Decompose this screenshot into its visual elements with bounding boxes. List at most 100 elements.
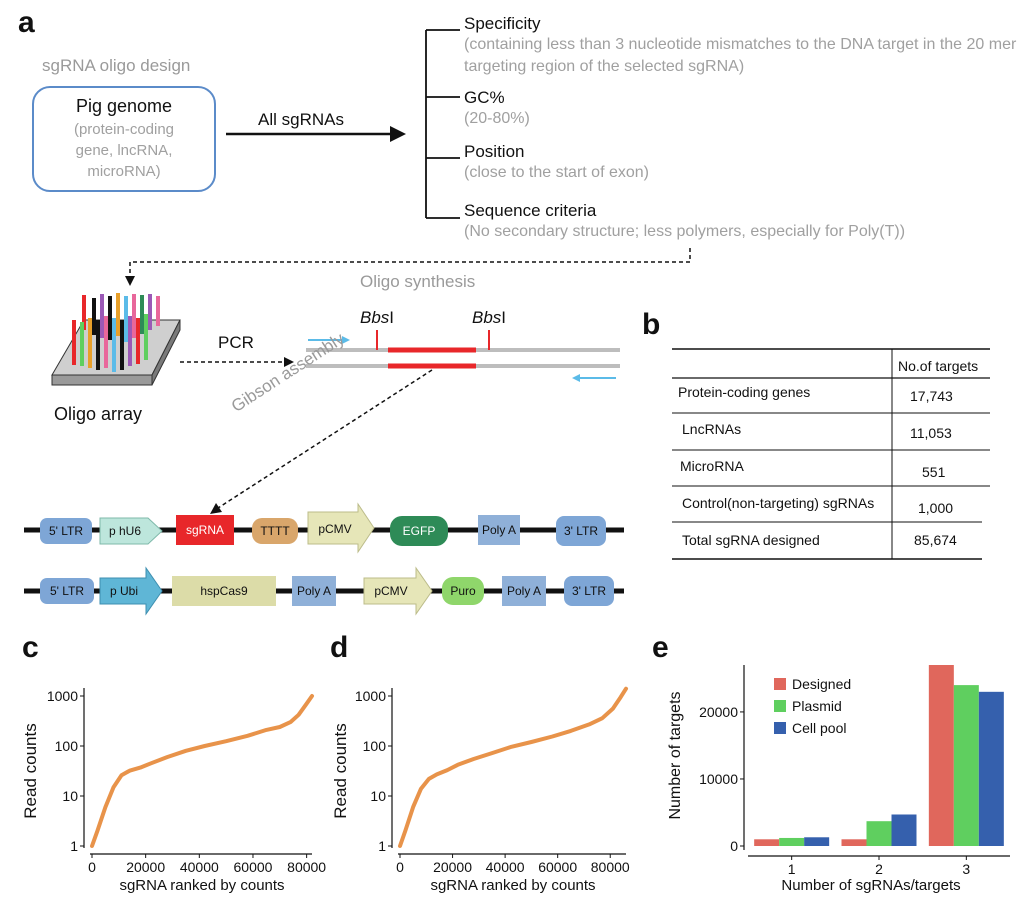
- vector1-phu6-label: p hU6: [108, 524, 142, 538]
- y-tick-label: 100: [55, 738, 79, 754]
- x-tick-label: 80000: [591, 859, 630, 875]
- y-tick-label: 10: [62, 788, 78, 804]
- oligo-synthesis-label: Oligo synthesis: [360, 272, 476, 291]
- y-tick-label: 1: [378, 838, 386, 854]
- y-tick-label: 0: [730, 838, 738, 854]
- y-tick-label: 20000: [699, 704, 738, 720]
- bar-plasmid: [779, 837, 805, 846]
- panel-label-d: d: [330, 631, 349, 664]
- vector2-5ltr: 5' LTR: [40, 578, 94, 604]
- table-header-targets: No.of targets: [898, 358, 979, 374]
- x-axis-label: Number of sgRNAs/targets: [781, 877, 960, 894]
- vector2-puro: Puro: [442, 577, 484, 605]
- criteria-gc: GC% (20-80%): [464, 88, 1022, 130]
- vector2-pcmv-arrow: [363, 566, 433, 616]
- pig-genome-subtitle: (protein-coding gene, lncRNA, microRNA): [73, 121, 175, 180]
- bbsi-site-left: BbsI: [360, 308, 394, 328]
- y-tick-label: 1: [70, 838, 78, 854]
- sgrna-design-title: sgRNA oligo design: [42, 56, 191, 75]
- legend-swatch: [774, 678, 786, 690]
- bar-plasmid: [953, 685, 979, 846]
- y-tick-label: 1000: [355, 688, 386, 704]
- pcr-label: PCR: [218, 333, 254, 352]
- table-row-value: 551: [922, 464, 946, 480]
- pig-genome-title: Pig genome: [75, 96, 173, 116]
- x-tick-label: 60000: [538, 859, 577, 875]
- panel-label-a: a: [18, 6, 35, 39]
- pig-genome-box: Pig genome (protein-coding gene, lncRNA,…: [32, 86, 216, 192]
- vector2-3ltr: 3' LTR: [564, 576, 614, 606]
- vector2-pubi-arrow: [99, 566, 163, 616]
- table-row-value: 11,053: [910, 425, 952, 441]
- y-axis-label: Read counts: [331, 723, 350, 818]
- bbsi-site-right: BbsI: [472, 308, 506, 328]
- legend-swatch: [774, 722, 786, 734]
- y-tick-label: 10: [370, 788, 386, 804]
- bbsi-left-suffix: I: [389, 308, 395, 327]
- chart-d: 1 10 100 1000 0 20000 40000 60000 80000 sgRNA ran…: [331, 686, 630, 894]
- criteria-sequence: Sequence criteria (No secondary structur…: [464, 201, 1022, 243]
- vector1-polya: Poly A: [478, 515, 520, 545]
- bbsi-right-suffix: I: [501, 308, 507, 327]
- criteria-position: Position (close to the start of exon): [464, 142, 1022, 184]
- vector2-pcmv-label: pCMV: [374, 584, 408, 598]
- criteria-sequence-desc: (No secondary structure; less polymers, …: [464, 223, 906, 240]
- vector1-pcmv-label: pCMV: [318, 522, 352, 536]
- bar-cell-pool: [978, 691, 1004, 846]
- criteria-position-desc: (close to the start of exon): [464, 164, 649, 181]
- bar-cell-pool: [891, 814, 917, 846]
- criteria-position-title: Position: [464, 142, 525, 161]
- y-tick-label: 100: [363, 738, 387, 754]
- bbsi-left-prefix: Bbs: [360, 308, 390, 327]
- table-row-label: LncRNAs: [682, 421, 742, 437]
- vector1-tttt: TTTT: [252, 518, 298, 544]
- legend-swatch: [774, 700, 786, 712]
- criteria-gc-desc: (20-80%): [464, 110, 530, 127]
- x-tick-label: 40000: [180, 859, 219, 875]
- bbsi-right-prefix: Bbs: [472, 308, 502, 327]
- y-axis-label: Number of targets: [667, 691, 684, 819]
- panel-label-c: c: [22, 631, 39, 664]
- criteria-specificity-desc: (containing less than 3 nucleotide misma…: [464, 36, 1017, 75]
- vector2-polya-2: Poly A: [502, 576, 546, 606]
- criteria-sequence-title: Sequence criteria: [464, 201, 597, 220]
- panel-label-e: e: [652, 631, 669, 664]
- table-row-value: 17,743: [910, 388, 953, 404]
- vector1-5ltr: 5' LTR: [40, 518, 92, 544]
- x-tick-label: 40000: [486, 859, 525, 875]
- vector2-polya-1: Poly A: [292, 576, 336, 606]
- x-axis-label: sgRNA ranked by counts: [430, 877, 595, 894]
- bar-plasmid: [866, 821, 892, 846]
- y-tick-label: 1000: [47, 688, 78, 704]
- oligo-array-label: Oligo array: [54, 404, 143, 424]
- table-row-value: 1,000: [918, 500, 954, 516]
- series-line: [398, 686, 628, 848]
- vector1-phu6-arrow: [99, 517, 163, 545]
- legend-label: Cell pool: [792, 720, 846, 736]
- x-tick-label: 1: [788, 861, 796, 877]
- x-tick-label: 0: [88, 859, 96, 875]
- legend-label: Plasmid: [792, 698, 842, 714]
- vector1-pcmv-arrow: [307, 502, 375, 554]
- table-row-label: MicroRNA: [680, 458, 744, 474]
- oligo-array-illustration: [51, 293, 181, 386]
- legend-label: Designed: [792, 676, 851, 692]
- x-tick-label: 0: [396, 859, 404, 875]
- criteria-specificity-title: Specificity: [464, 14, 541, 33]
- x-tick-label: 20000: [433, 859, 472, 875]
- bar-designed: [754, 839, 780, 846]
- criteria-specificity: Specificity (containing less than 3 nucl…: [464, 14, 1022, 78]
- x-tick-label: 2: [875, 861, 883, 877]
- y-axis-label: Read counts: [21, 723, 40, 818]
- all-sgrnas-label: All sgRNAs: [258, 110, 344, 129]
- table-row-label: Protein-coding genes: [678, 384, 811, 400]
- table-row-label: Total sgRNA designed: [682, 532, 820, 548]
- series-line: [90, 694, 314, 848]
- vector2-pubi-label: p Ubi: [109, 584, 138, 598]
- bar-designed: [841, 839, 867, 846]
- bar-designed: [928, 665, 954, 846]
- panel-label-b: b: [642, 308, 661, 341]
